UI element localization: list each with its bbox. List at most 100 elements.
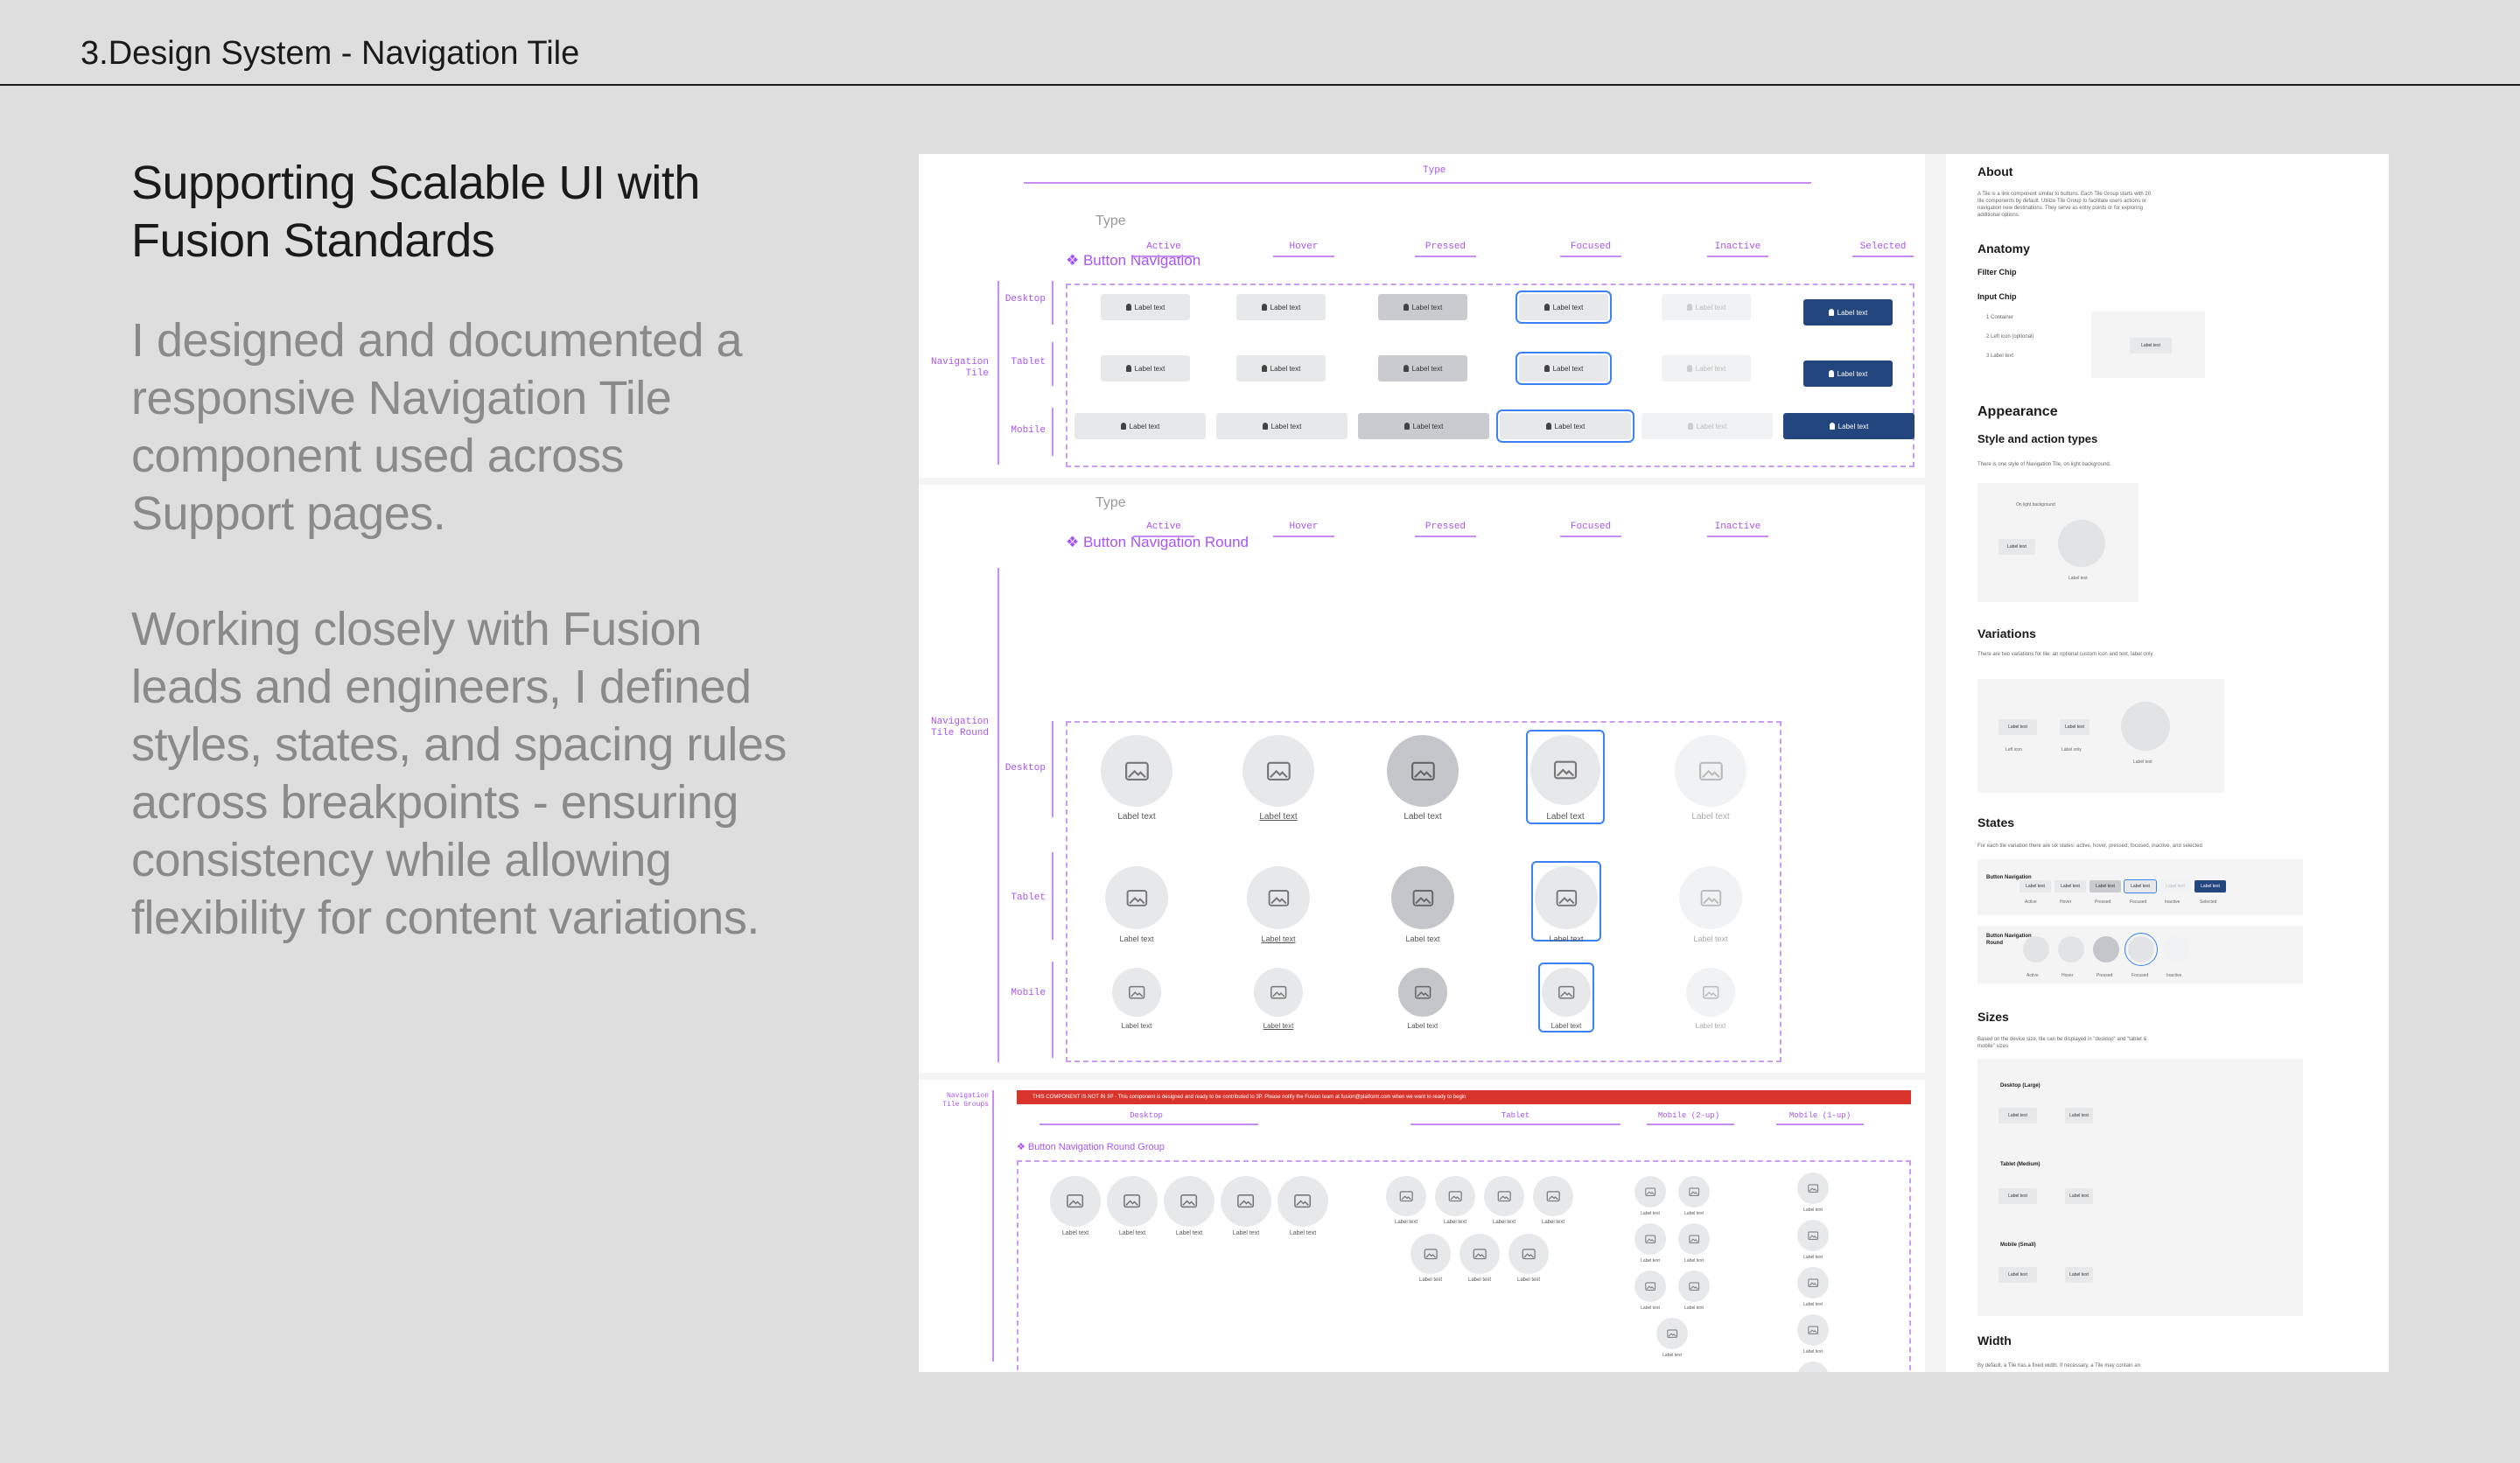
focus-ring bbox=[1531, 861, 1601, 942]
group-tile[interactable] bbox=[1678, 1223, 1710, 1255]
round-tablet-inactive[interactable] bbox=[1679, 866, 1742, 929]
state-sample-caption: Inactive bbox=[2165, 900, 2180, 905]
type-rule bbox=[1024, 182, 1811, 184]
round-tablet-active[interactable] bbox=[1105, 866, 1168, 929]
group-tile[interactable] bbox=[1797, 1172, 1829, 1204]
chip-tablet-hover[interactable]: Label text bbox=[1236, 355, 1326, 382]
image-icon bbox=[1067, 1194, 1084, 1208]
state-sample-round-caption: Inactive bbox=[2166, 973, 2182, 978]
type-header: Type bbox=[1423, 165, 1446, 176]
image-icon bbox=[1556, 889, 1577, 906]
group-tile[interactable] bbox=[1435, 1176, 1475, 1216]
image-icon bbox=[1698, 761, 1723, 780]
round-tablet-pressed[interactable] bbox=[1391, 866, 1454, 929]
group-tile[interactable] bbox=[1797, 1267, 1829, 1298]
group-tile[interactable] bbox=[1634, 1223, 1666, 1255]
image-icon bbox=[1414, 985, 1432, 999]
round-mobile-active[interactable] bbox=[1112, 968, 1161, 1017]
group-tile[interactable] bbox=[1797, 1220, 1829, 1251]
group-label-navigation-tile: Navigation Tile bbox=[930, 357, 989, 379]
image-icon bbox=[1410, 761, 1435, 780]
group-tile[interactable] bbox=[1678, 1176, 1710, 1208]
chip-desktop-hover[interactable]: Label text bbox=[1236, 294, 1326, 320]
round-label: Label text bbox=[1550, 1022, 1582, 1030]
state-sample-chip: Label text bbox=[2160, 880, 2191, 892]
image-icon bbox=[1689, 1282, 1699, 1291]
page-header: 3.Design System - Navigation Tile bbox=[0, 0, 2520, 86]
round-mobile-inactive[interactable] bbox=[1686, 968, 1735, 1017]
chip-desktop-focused[interactable]: Label text bbox=[1516, 290, 1612, 324]
group-tile-label: Label text bbox=[1443, 1220, 1467, 1225]
group-tile[interactable] bbox=[1634, 1270, 1666, 1302]
round-desktop-inactive[interactable] bbox=[1675, 735, 1746, 807]
chip-desktop-active[interactable]: Label text bbox=[1101, 294, 1190, 320]
state-sample-chip: Label text bbox=[2194, 880, 2226, 892]
image-icon bbox=[1124, 761, 1149, 780]
size-desktop: Desktop (Large) bbox=[2000, 1083, 2040, 1088]
chip-desktop-inactive[interactable]: Label text bbox=[1662, 294, 1751, 320]
round-label: Label text bbox=[1546, 812, 1585, 822]
state-sample-round bbox=[2093, 936, 2119, 962]
page-title: 3.Design System - Navigation Tile bbox=[80, 35, 580, 72]
round-tablet-hover[interactable] bbox=[1247, 866, 1310, 929]
variation-caption-round: Label text bbox=[2133, 760, 2152, 765]
chip-mobile-focused[interactable]: Label text bbox=[1496, 410, 1634, 443]
image-icon bbox=[1237, 1194, 1255, 1208]
group-tile[interactable] bbox=[1634, 1176, 1666, 1208]
group-tile-label: Label text bbox=[1232, 1230, 1260, 1236]
round-desktop-hover[interactable] bbox=[1242, 735, 1314, 807]
group-tile[interactable] bbox=[1460, 1234, 1500, 1274]
paragraph-1: I designed and documented a responsive N… bbox=[131, 314, 743, 540]
round-desktop-pressed[interactable] bbox=[1387, 735, 1459, 807]
group-tile[interactable] bbox=[1678, 1270, 1710, 1302]
chip-tablet-focused[interactable]: Label text bbox=[1516, 352, 1612, 385]
chip-tablet-pressed[interactable]: Label text bbox=[1378, 355, 1467, 382]
group-tile-label: Label text bbox=[1541, 1220, 1565, 1225]
round-tablet-focused[interactable] bbox=[1535, 866, 1598, 929]
chip-tablet-inactive[interactable]: Label text bbox=[1662, 355, 1751, 382]
group-tile[interactable] bbox=[1221, 1176, 1271, 1227]
group-tile[interactable] bbox=[1797, 1314, 1829, 1346]
image-icon bbox=[1128, 985, 1145, 999]
group-tile[interactable] bbox=[1410, 1234, 1451, 1274]
chip-mobile-inactive[interactable]: Label text bbox=[1642, 413, 1773, 439]
state-sample-chip: Label text bbox=[2020, 880, 2051, 892]
state-sample-chip: Label text bbox=[2124, 879, 2157, 893]
group-tile[interactable] bbox=[1164, 1176, 1214, 1227]
docs-anatomy-title: Anatomy bbox=[1978, 242, 2030, 256]
round-mobile-hover[interactable] bbox=[1254, 968, 1303, 1017]
chip-tablet-selected[interactable]: Label text bbox=[1803, 360, 1893, 387]
group-tile[interactable] bbox=[1484, 1176, 1524, 1216]
round-label: Label text bbox=[1691, 812, 1730, 822]
docs-about-title: About bbox=[1978, 164, 2013, 178]
chip-mobile-pressed[interactable]: Label text bbox=[1358, 413, 1489, 439]
round-mobile-focused[interactable] bbox=[1542, 968, 1591, 1017]
group-tile[interactable] bbox=[1656, 1318, 1688, 1349]
chip-desktop-selected[interactable]: Label text bbox=[1803, 299, 1893, 326]
bp-mobile: Mobile bbox=[1011, 988, 1046, 998]
group-tile[interactable] bbox=[1107, 1176, 1158, 1227]
round-mobile-pressed[interactable] bbox=[1398, 968, 1447, 1017]
group-tile[interactable] bbox=[1278, 1176, 1328, 1227]
round-desktop-focused[interactable] bbox=[1530, 735, 1600, 805]
image-icon bbox=[1424, 1249, 1438, 1259]
group-tile[interactable] bbox=[1508, 1234, 1549, 1274]
chip-mobile-selected[interactable]: Label text bbox=[1783, 413, 1914, 439]
image-icon bbox=[1180, 1194, 1198, 1208]
group-tile[interactable] bbox=[1533, 1176, 1573, 1216]
round-desktop-active[interactable] bbox=[1101, 735, 1172, 807]
group-tile-label: Label text bbox=[1684, 1211, 1704, 1216]
image-icon bbox=[1294, 1194, 1312, 1208]
size-mobile: Mobile (Small) bbox=[2000, 1242, 2036, 1248]
group-tile[interactable] bbox=[1386, 1176, 1426, 1216]
image-icon bbox=[1522, 1249, 1536, 1259]
warning-banner: THIS COMPONENT IS NOT IN 3P · This compo… bbox=[1017, 1090, 1911, 1104]
group-tile[interactable] bbox=[1050, 1176, 1101, 1227]
group-tile[interactable] bbox=[1797, 1362, 1829, 1372]
chip-mobile-hover[interactable]: Label text bbox=[1216, 413, 1348, 439]
chip-tablet-active[interactable]: Label text bbox=[1101, 355, 1190, 382]
image-icon bbox=[1645, 1282, 1656, 1291]
chip-mobile-active[interactable]: Label text bbox=[1074, 413, 1206, 439]
group-tile-label: Label text bbox=[1418, 1278, 1443, 1283]
chip-desktop-pressed[interactable]: Label text bbox=[1378, 294, 1467, 320]
